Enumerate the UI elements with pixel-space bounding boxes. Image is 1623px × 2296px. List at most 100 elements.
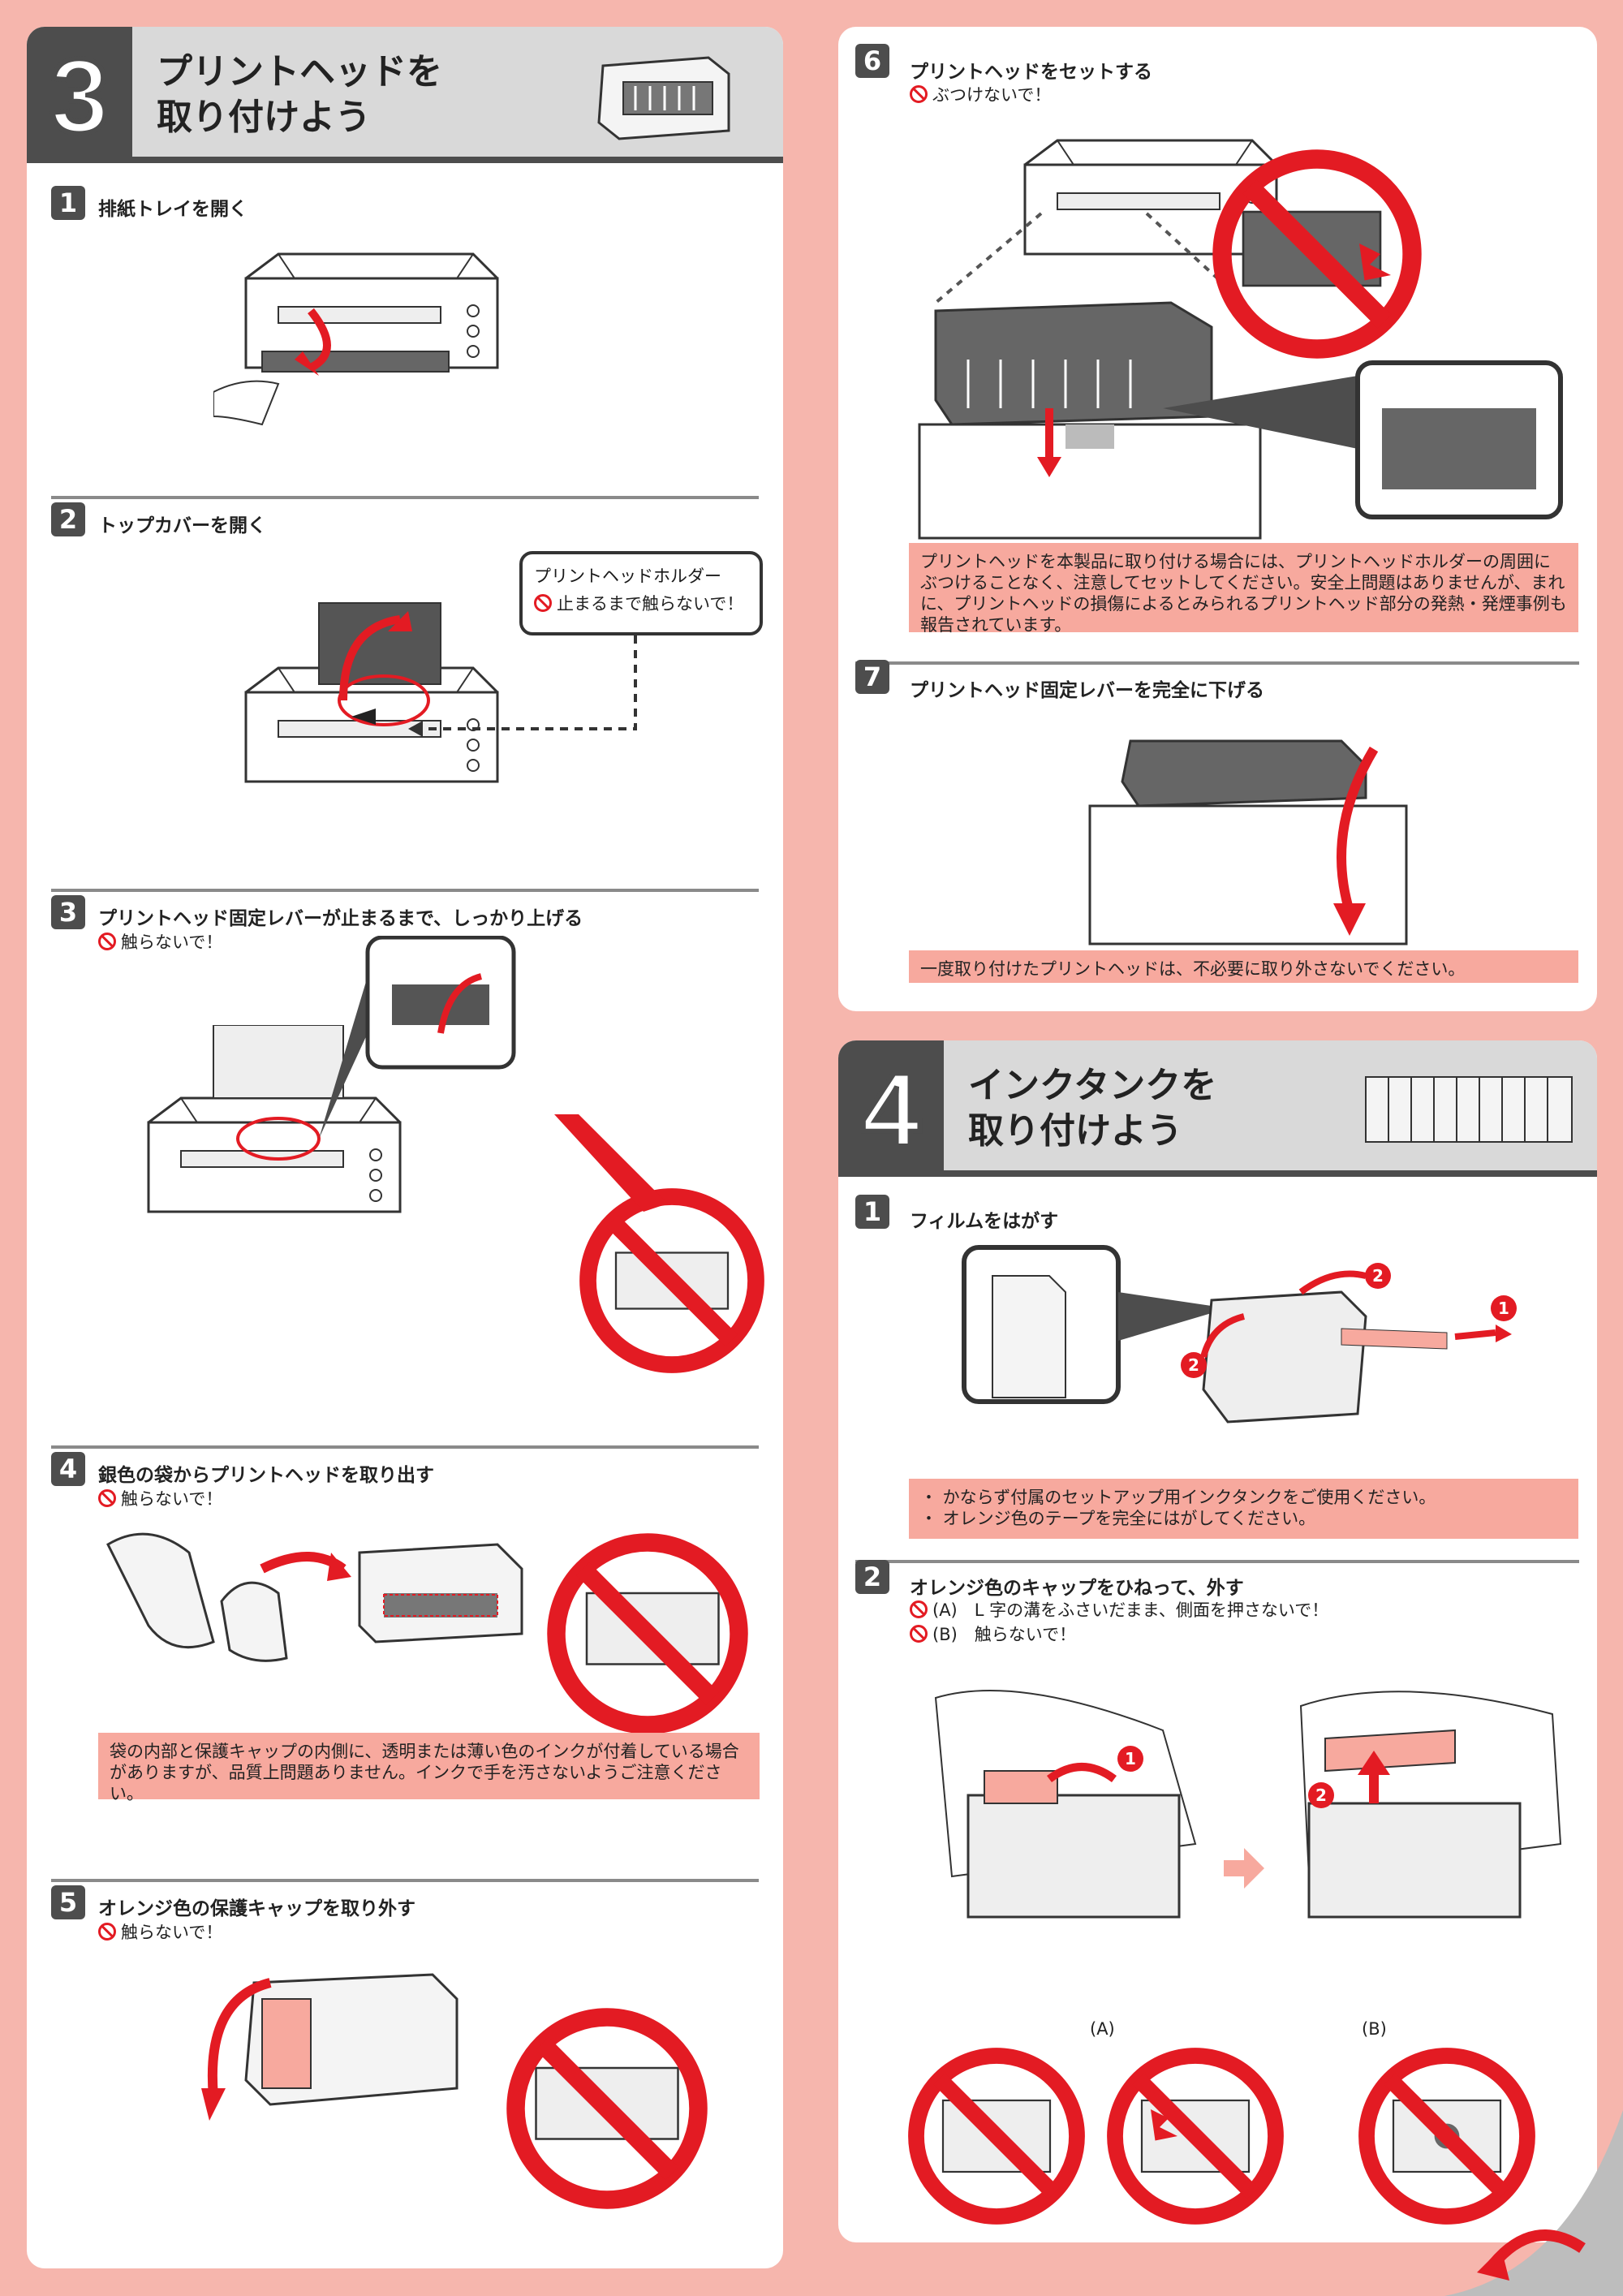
ink-tank-zoom	[962, 1245, 1228, 1404]
section3-title-line1: プリントヘッドを	[157, 51, 442, 93]
step3-warning: 触らないで！	[98, 929, 222, 954]
step6-warning: ぶつけないで！	[910, 82, 1051, 106]
step-badge-1: 1	[51, 186, 85, 220]
printer-open-tray-illustration	[213, 252, 499, 426]
step3-warning-text: 触らないで！	[121, 933, 223, 952]
step-badge-5: 5	[51, 1885, 85, 1919]
step6-note: プリントヘッドを本製品に取り付ける場合には、プリントヘッドホルダーの周囲にぶつけ…	[909, 543, 1578, 635]
step7-note: 一度取り付けたプリントヘッドは、不必要に取り外さないでください。	[909, 950, 1578, 983]
step5-warning-text: 触らないで！	[121, 1923, 223, 1942]
section4-number: 4	[859, 1048, 923, 1171]
step-title-3: プリントヘッド固定レバーが止まるまで、しっかり上げる	[98, 908, 583, 929]
remove-cap-illustration	[201, 1973, 458, 2121]
section4-title: インクタンクを 取り付けよう	[968, 1063, 1216, 1154]
printhead-holder-callout: プリントヘッドホルダー 止まるまで触らないで！	[519, 551, 763, 635]
step-badge-3: 3	[51, 895, 85, 929]
printhead-set-zoom	[1163, 360, 1563, 519]
marker-2-text-left: 2	[1188, 1355, 1199, 1375]
divider-2	[51, 889, 759, 892]
s4-step-badge-2: 2	[855, 1560, 889, 1594]
step-title-2: トップカバーを開く	[98, 515, 266, 536]
next-arrow-icon	[1224, 1848, 1264, 1889]
marker-1-text: 1	[1498, 1299, 1509, 1318]
section4-title-line1: インクタンクを	[968, 1065, 1217, 1106]
step5-warning: 触らないで！	[98, 1919, 222, 1944]
prohibited-icon	[534, 594, 552, 612]
twist-cap-illustration: 1	[934, 1690, 1197, 1919]
step-title-4: 銀色の袋からプリントヘッドを取り出す	[98, 1465, 434, 1486]
do-not-bump-sign	[1212, 149, 1423, 360]
prohibited-icon	[98, 1923, 116, 1941]
divider-4	[51, 1879, 759, 1882]
printhead-header-icon	[597, 56, 730, 140]
step-title-6: プリントヘッドをセットする	[910, 62, 1152, 83]
callout-title: プリントヘッドホルダー	[534, 566, 721, 586]
prohibited-icon	[98, 1489, 116, 1507]
s4-step1-note: ・ かならず付属のセットアップ用インクタンクをご使用ください。 ・ オレンジ色の…	[909, 1479, 1578, 1539]
page-turn-icon[interactable]	[1444, 2110, 1623, 2296]
s4-step1-note-line2: ・ オレンジ色のテープを完全にはがしてください。	[920, 1509, 1316, 1528]
lower-lever-illustration	[1088, 739, 1408, 946]
do-not-touch-lever-sign	[579, 1187, 765, 1374]
s4-warning-a: (A) L 字の溝をふさいだまま、側面を押さないで！	[910, 1597, 1328, 1622]
section4-title-line2: 取り付けよう	[968, 1110, 1182, 1152]
label-b: (B)	[1362, 2019, 1387, 2039]
section3-panel: 3 プリントヘッドを 取り付けよう 1 排紙トレイを開く 2 トップカバーを開く…	[27, 27, 783, 2268]
callout-warning: 止まるまで触らないで！	[534, 590, 748, 618]
do-not-touch-cap-sign	[506, 2007, 708, 2210]
step-badge-4: 4	[51, 1452, 85, 1486]
section3-number-box: 3	[27, 27, 132, 163]
remove-cap-up-illustration: 2	[1299, 1691, 1562, 1919]
s4-step1-note-line1: ・ かならず付属のセットアップ用インクタンクをご使用ください。	[920, 1488, 1436, 1507]
do-not-touch-nozzle-sign	[546, 1532, 749, 1735]
dotted-pointer-line	[554, 1114, 668, 1212]
section4-header: 4 インクタンクを 取り付けよう	[838, 1040, 1597, 1177]
twist-marker-1-text: 1	[1125, 1749, 1136, 1768]
prohibited-icon	[910, 85, 928, 103]
step-badge-2: 2	[51, 502, 85, 536]
printer-open-cover-illustration	[244, 602, 499, 783]
prohibited-icon	[910, 1600, 928, 1618]
label-a: (A)	[1090, 2019, 1115, 2039]
step-title-5: オレンジ色の保護キャップを取り外す	[98, 1898, 415, 1919]
callout-dashed-connector	[408, 635, 637, 737]
section3-title: プリントヘッドを 取り付けよう	[157, 50, 442, 140]
section3-number: 3	[48, 34, 111, 157]
step-badge-7: 7	[855, 660, 889, 694]
callout-warning-text: 止まるまで触らないで！	[557, 594, 744, 614]
s4-step-badge-1: 1	[855, 1195, 889, 1229]
ink-tanks-header-icon	[1365, 1076, 1573, 1143]
prohibited-icon	[910, 1625, 928, 1643]
section3-title-line2: 取り付けよう	[157, 97, 371, 138]
do-not-press-side-sign	[1106, 2047, 1285, 2225]
do-not-touch-outlet-sign	[1358, 2047, 1536, 2225]
step-badge-6: 6	[855, 44, 889, 78]
section4-number-box: 4	[838, 1040, 944, 1177]
step-title-1: 排紙トレイを開く	[98, 199, 248, 220]
s4-step-title-1: フィルムをはがす	[910, 1211, 1059, 1232]
s4-warning-b: (B) 触らないで！	[910, 1622, 1076, 1646]
s4-step-title-2: オレンジ色のキャップをひねって、外す	[910, 1578, 1244, 1599]
s4-warning-a-text: (A) L 字の溝をふさいだまま、側面を押さないで！	[932, 1600, 1329, 1620]
step4-warning-text: 触らないで！	[121, 1489, 223, 1509]
divider-6	[855, 661, 1579, 665]
step4-warning: 触らないで！	[98, 1486, 222, 1510]
marker-2-text-top: 2	[1372, 1266, 1384, 1286]
do-not-block-groove-sign	[907, 2047, 1086, 2225]
divider-1	[51, 496, 759, 499]
divider-3	[51, 1445, 759, 1449]
section3-continued-panel: 6 プリントヘッドをセットする ぶつけないで！ プリントヘッドを本製品に取り付け…	[838, 27, 1597, 1011]
section4-panel: 4 インクタンクを 取り付けよう 1 フィルムをはがす 1 2 2 ・ かならず…	[838, 1040, 1597, 2242]
peel-film-illustration: 1 2 2	[1181, 1263, 1517, 1424]
section3-header: 3 プリントヘッドを 取り付けよう	[27, 27, 783, 163]
step-title-7: プリントヘッド固定レバーを完全に下げる	[910, 680, 1264, 701]
s4-divider-1	[855, 1560, 1579, 1563]
silver-bag-illustration	[106, 1532, 351, 1662]
printhead-illustration	[358, 1543, 523, 1643]
step6-warning-text: ぶつけないで！	[932, 85, 1052, 105]
s4-warning-b-text: (B) 触らないで！	[932, 1625, 1077, 1644]
lever-detail-zoom	[319, 936, 516, 1139]
prohibited-icon	[98, 933, 116, 950]
lift-marker-2-text: 2	[1315, 1786, 1327, 1805]
step4-note: 袋の内部と保護キャップの内側に、透明または薄い色のインクが付着している場合があり…	[98, 1733, 760, 1803]
